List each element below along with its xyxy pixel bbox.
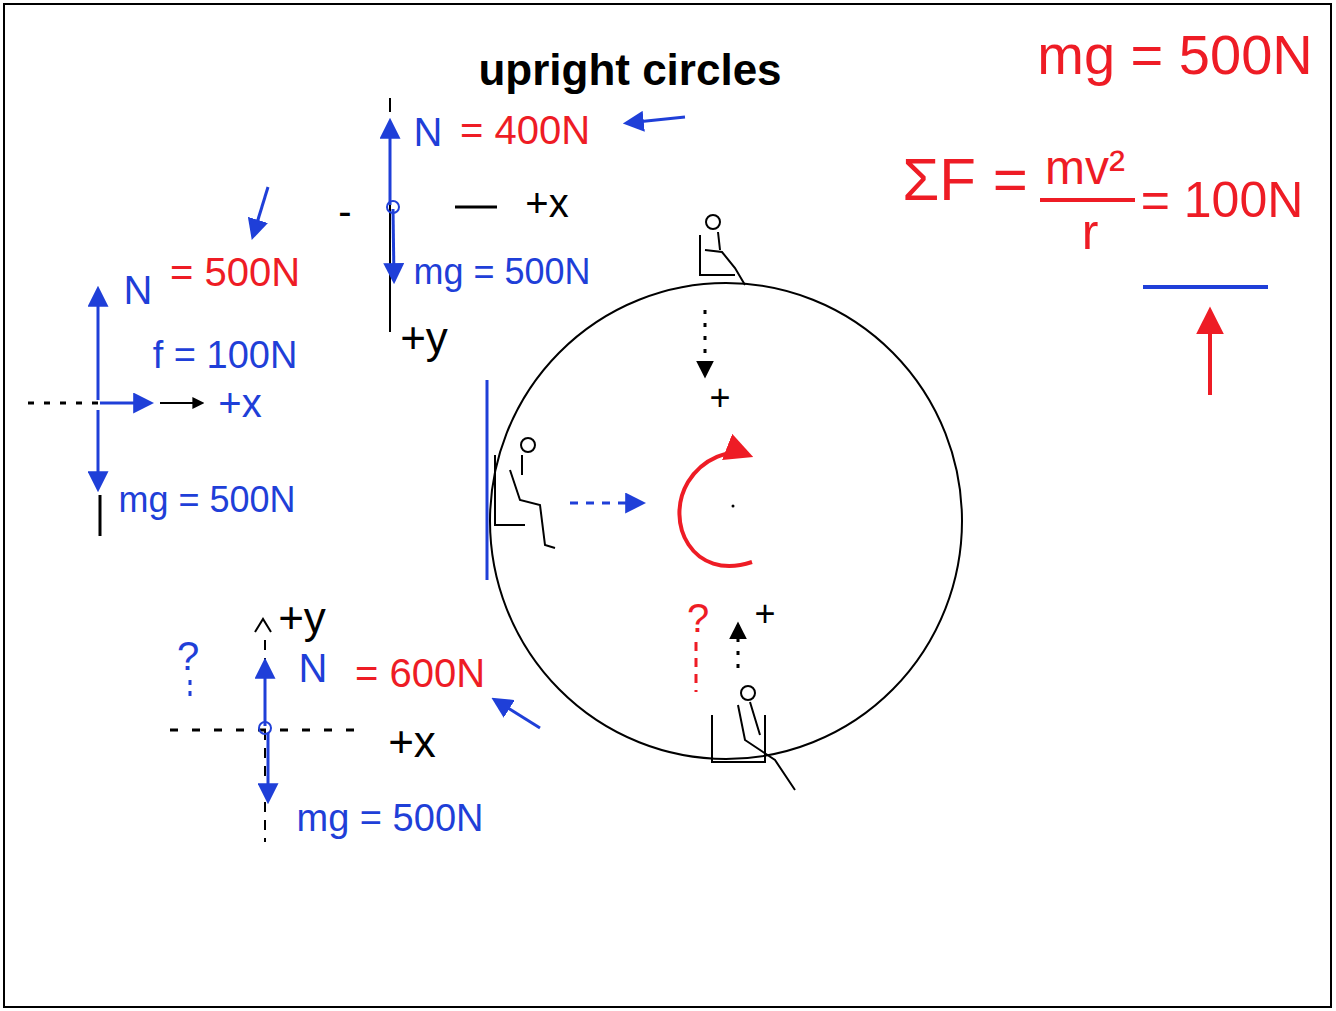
- body-dot: [387, 201, 399, 213]
- handwritten-label: = 600N: [355, 653, 485, 693]
- pointer-arrow: [253, 187, 268, 236]
- handwritten-label: ?: [177, 636, 199, 676]
- handwritten-label: N: [124, 270, 153, 310]
- handwritten-label: N: [414, 112, 443, 152]
- handwritten-label: +x: [388, 720, 436, 764]
- weight-arrow: [97, 410, 100, 488]
- rotation-arrow: [679, 453, 752, 566]
- handwritten-label: mv²: [1045, 144, 1125, 192]
- rider-top: [700, 215, 745, 285]
- axis-line: [455, 206, 497, 209]
- axis-line: [389, 200, 391, 332]
- handwritten-label: ΣF =: [902, 150, 1027, 210]
- normal-force-arrow: [389, 122, 392, 205]
- surface-line: [1143, 285, 1268, 289]
- center-dot: [732, 505, 735, 508]
- rider-left: [495, 438, 555, 548]
- handwritten-label: = 400N: [460, 110, 590, 150]
- title: upright circles: [478, 48, 781, 92]
- handwritten-label: mg = 500N: [118, 482, 295, 518]
- dotted-arrow: [704, 310, 707, 375]
- normal-force-arrow: [264, 662, 267, 726]
- handwritten-label: +y: [278, 596, 326, 640]
- normal-force-arrow: [97, 290, 100, 400]
- handwritten-label: f = 100N: [153, 336, 298, 374]
- friction-arrow: [100, 402, 150, 405]
- dashed-arrow: [570, 502, 642, 505]
- weight-arrow: [267, 733, 270, 800]
- wall-line: [486, 380, 489, 580]
- rider-bottom: [712, 686, 795, 790]
- body-dot: [259, 722, 271, 734]
- fraction-bar: [1040, 198, 1135, 202]
- handwritten-label: +y: [400, 316, 448, 360]
- axis-line: [170, 729, 362, 732]
- handwritten-label: +x: [525, 183, 568, 223]
- handwritten-label: ?: [687, 598, 709, 638]
- weight-arrow: [393, 209, 394, 280]
- force-arrow: [1208, 312, 1212, 395]
- handwritten-label: mg = 500N: [413, 254, 590, 290]
- axis-line: [389, 98, 391, 112]
- handwritten-label: +x: [218, 383, 261, 423]
- handwritten-label: -: [338, 191, 351, 231]
- axis-line: [99, 495, 102, 536]
- handwritten-label: r: [1082, 207, 1099, 257]
- axis-caret: [255, 619, 271, 632]
- handwritten-label: mg = 500N: [297, 799, 484, 837]
- axis-arrow: [160, 402, 202, 404]
- handwritten-label: mg = 500N: [1037, 27, 1313, 83]
- board-frame: [4, 4, 1331, 1007]
- pointer-arrow: [495, 700, 540, 728]
- dotted-arrow: [737, 625, 740, 668]
- dotted-line: [189, 680, 192, 700]
- handwritten-label: +: [754, 596, 775, 632]
- axis-line: [28, 402, 98, 405]
- axis-line: [264, 640, 266, 842]
- dashed-line: [695, 642, 698, 692]
- pointer-arrow: [627, 117, 685, 123]
- handwritten-label: +: [709, 380, 730, 416]
- handwritten-label: = 100N: [1141, 175, 1304, 225]
- handwritten-label: N: [299, 648, 328, 688]
- loop-track: [490, 283, 962, 759]
- handwritten-label: = 500N: [170, 252, 300, 292]
